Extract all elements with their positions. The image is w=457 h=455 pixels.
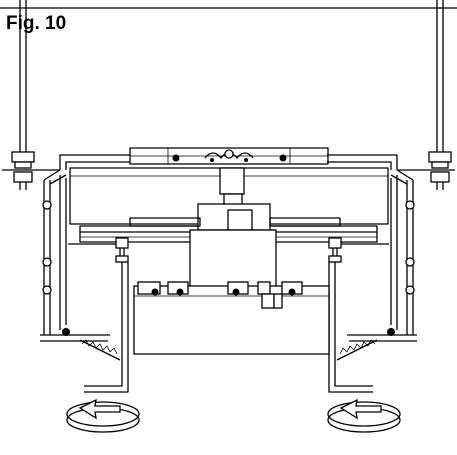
rotate-arrow-icon [66,398,140,433]
right-housing-bracket [327,154,417,342]
left-threaded-rod [2,0,60,190]
right-threaded-rod [398,0,455,190]
left-spring-clip [79,237,129,393]
right-spring-clip [328,237,378,393]
left-housing-bracket [40,154,130,342]
top-housing-plate [129,147,329,165]
central-connector [197,167,271,231]
figure-label: Fig. 10 [6,13,67,34]
lamp-body [133,229,330,355]
rotate-arrow-icon [327,398,401,433]
